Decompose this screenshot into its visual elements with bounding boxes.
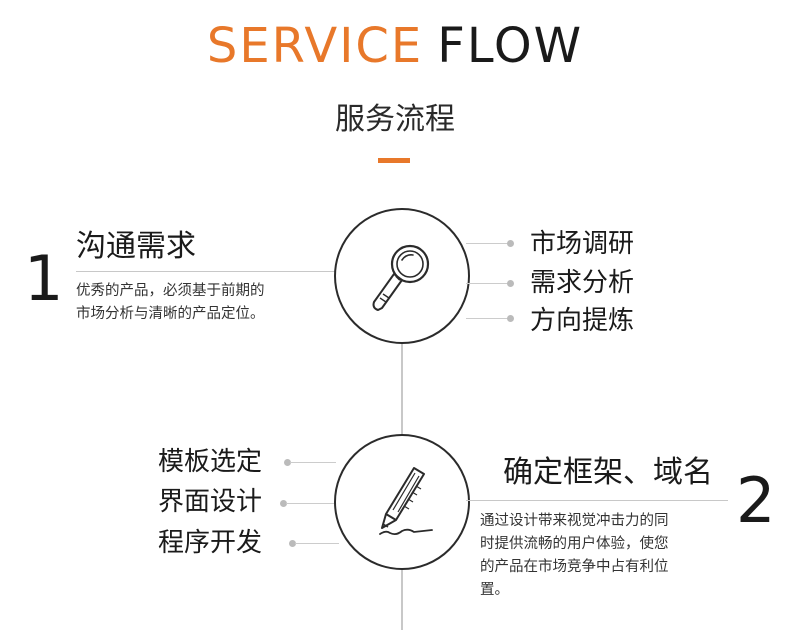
item-bullet [289,540,296,547]
item-connector [466,243,510,244]
step-2-desc-line-3: 的产品在市场竞争中占有利位 [480,559,669,575]
step-1-desc-line-2: 市场分析与清晰的产品定位。 [76,306,265,322]
title-en-word-service: SERVICE [206,18,424,74]
step-1-icon-circle [334,208,470,344]
step-1-desc-line-1: 优秀的产品，必须基于前期的 [76,283,265,299]
step-1-divider [76,271,336,272]
pencil-icon [379,467,433,536]
step-2-description: 通过设计带来视觉冲击力的同 时提供流畅的用户体验，使您 的产品在市场竞争中占有利… [480,510,730,602]
page-title-cn: 服务流程 [335,102,455,137]
step-2-desc-line-1: 通过设计带来视觉冲击力的同 [480,513,669,529]
title-accent-bar [378,158,410,163]
step-2-desc-line-2: 时提供流畅的用户体验，使您 [480,536,669,552]
step-2-item-template-selection: 模板选定 [158,447,263,477]
step-1-description: 优秀的产品，必须基于前期的 市场分析与清晰的产品定位。 [76,280,336,326]
step-2-icon-circle [334,434,470,570]
step-2-number: 2 [736,464,776,537]
timeline-connector-bottom [401,568,403,630]
item-connector [290,462,336,463]
item-connector [295,543,339,544]
item-connector [286,503,334,504]
magnifier-icon [372,244,430,311]
title-en-word-flow: FLOW [437,18,584,74]
step-1-item-requirement-analysis: 需求分析 [530,268,635,298]
step-1-title: 沟通需求 [76,229,196,264]
item-bullet [280,500,287,507]
step-2-item-ui-design: 界面设计 [158,487,263,517]
timeline-connector [401,340,403,435]
item-bullet [507,280,514,287]
step-2-title: 确定框架、域名 [503,455,713,490]
step-1-item-direction-refining: 方向提炼 [530,306,635,336]
step-2-divider [466,500,728,501]
item-bullet [507,240,514,247]
step-2-item-program-development: 程序开发 [158,528,263,558]
item-bullet [507,315,514,322]
step-1-item-market-research: 市场调研 [530,229,635,259]
item-bullet [284,459,291,466]
step-2-desc-line-4: 置。 [480,582,509,598]
step-1-number: 1 [24,242,64,315]
item-connector [466,283,510,284]
item-connector [466,318,510,319]
